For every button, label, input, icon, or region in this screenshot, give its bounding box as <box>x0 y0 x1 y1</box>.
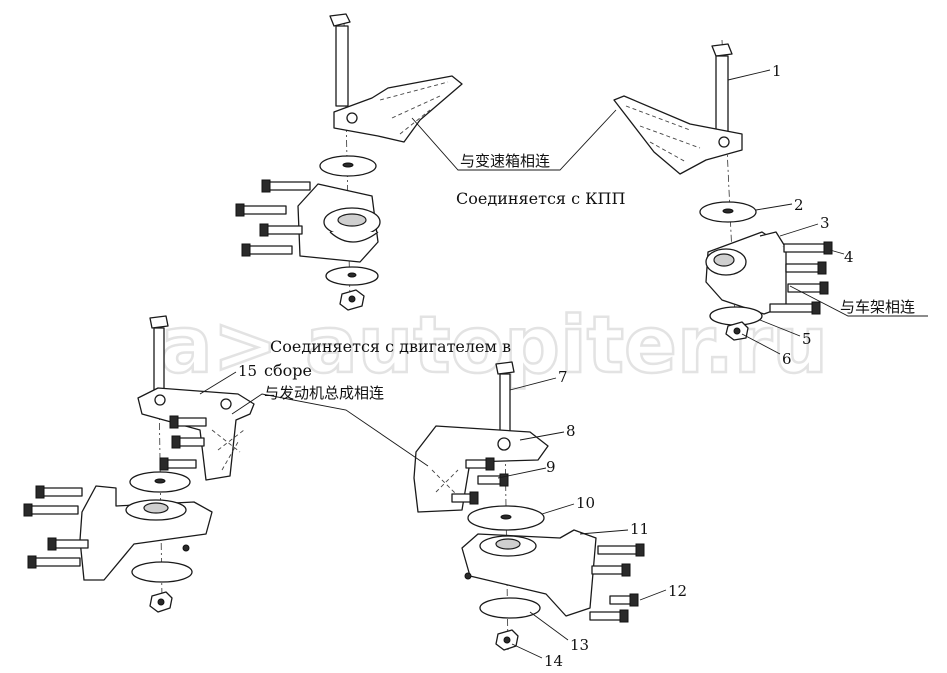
bracket-icon <box>333 75 463 143</box>
callout-3: 3 <box>820 214 830 232</box>
label-frame-cn: 与车架相连 <box>840 298 915 316</box>
rubber-mount-icon <box>297 183 381 263</box>
bolt-icon <box>711 43 733 133</box>
callout-8: 8 <box>566 422 576 440</box>
side-bolts-icon <box>451 457 509 505</box>
callouts: 1 2 3 4 5 6 7 8 9 10 11 12 13 14 15 <box>238 62 854 670</box>
label-transmission-cn: 与变速箱相连 <box>460 152 550 170</box>
label-engine-cn: 与发动机总成相连 <box>264 384 384 402</box>
callout-7: 7 <box>558 368 568 386</box>
washer-icon <box>709 306 763 326</box>
callout-5: 5 <box>802 330 812 348</box>
callout-4: 4 <box>844 248 854 266</box>
callout-10: 10 <box>576 494 595 512</box>
label-engine-ru-line1: Соединяется с двигателем в <box>270 337 511 356</box>
side-bolts-icon <box>589 543 645 623</box>
bracket-icon <box>413 425 549 513</box>
assembly-bottom-center <box>413 361 645 651</box>
leader-lines <box>199 69 928 659</box>
side-bolts-icon <box>23 485 89 569</box>
callout-1: 1 <box>772 62 782 80</box>
nut-icon <box>495 629 519 651</box>
bracket-icon <box>613 95 743 175</box>
callout-14: 14 <box>544 652 563 670</box>
nut-icon <box>725 321 749 341</box>
assembly-bottom-left <box>23 315 255 613</box>
washer-icon <box>131 561 193 583</box>
rubber-mount-icon <box>79 485 213 581</box>
side-bolts-icon <box>769 241 833 315</box>
callout-6: 6 <box>782 350 792 368</box>
washer-icon <box>479 597 541 619</box>
side-bolts-icon <box>159 415 207 471</box>
label-engine-ru-line2: сборе <box>264 361 312 380</box>
label-transmission-ru: Соединяется с КПП <box>456 189 625 208</box>
callout-11: 11 <box>630 520 649 538</box>
callout-15: 15 <box>238 362 257 380</box>
assembly-top-left <box>235 13 463 311</box>
callout-12: 12 <box>668 582 687 600</box>
nut-icon <box>339 289 365 311</box>
side-bolts-icon <box>235 179 311 257</box>
nut-icon <box>149 591 173 613</box>
assembly-top-right <box>613 39 833 341</box>
bolt-icon <box>329 13 351 107</box>
callout-13: 13 <box>570 636 589 654</box>
callout-9: 9 <box>546 458 556 476</box>
callout-2: 2 <box>794 196 804 214</box>
bolt-icon <box>149 315 169 391</box>
rubber-mount-icon <box>461 529 597 617</box>
captions: 与变速箱相连 Соединяется с КПП 与车架相连 Соединяет… <box>264 152 915 402</box>
